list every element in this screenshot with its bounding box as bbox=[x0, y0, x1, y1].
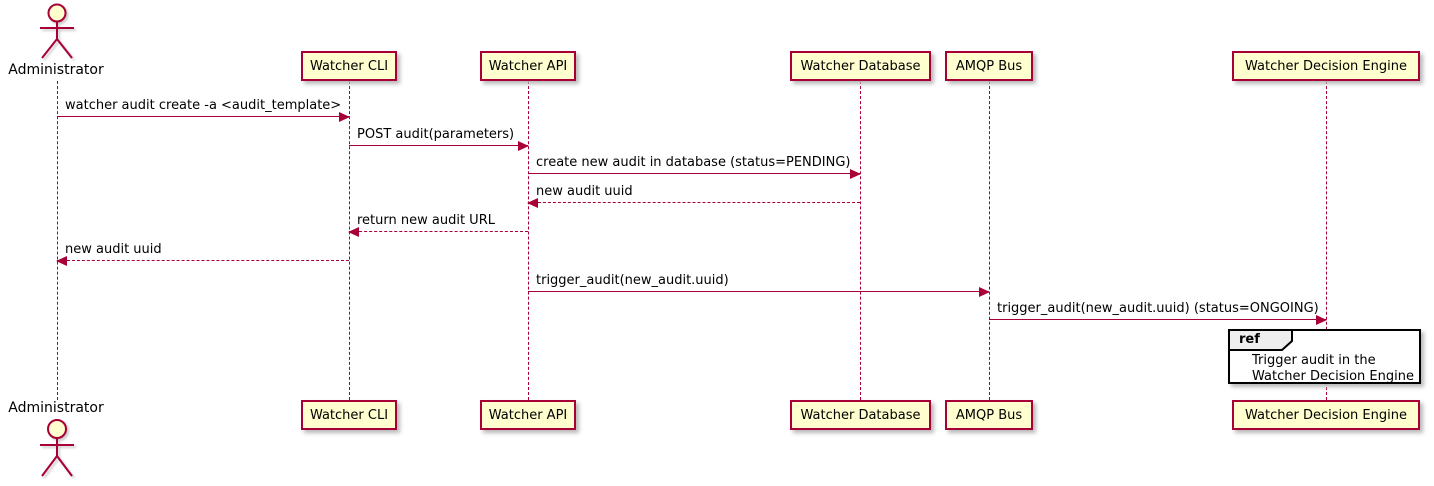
message-label: new audit uuid bbox=[65, 242, 162, 257]
message-new-audit-uuid-return: new audit uuid bbox=[527, 183, 860, 208]
message-create-audit-db: create new audit in database (status=PEN… bbox=[528, 154, 861, 179]
message-new-audit-uuid-admin: new audit uuid bbox=[56, 241, 349, 266]
participant-watcher-database-bottom: Watcher Database bbox=[790, 400, 931, 430]
actor-label-top: Administrator bbox=[8, 62, 104, 78]
arrowhead-icon bbox=[979, 287, 990, 297]
lifeline-watcher-database bbox=[860, 81, 861, 400]
actor-icon bbox=[40, 3, 74, 59]
message-arrow bbox=[528, 202, 860, 203]
message-arrow bbox=[528, 291, 989, 292]
ref-text-line1: Trigger audit in the bbox=[1252, 353, 1376, 368]
arrowhead-icon bbox=[56, 256, 67, 266]
message-label: watcher audit create -a <audit_template> bbox=[65, 98, 342, 113]
message-arrow bbox=[57, 116, 349, 117]
message-label: trigger_audit(new_audit.uuid) (status=ON… bbox=[997, 301, 1319, 316]
ref-text: Trigger audit in the Watcher Decision En… bbox=[1252, 353, 1414, 385]
actor-label-bottom: Administrator bbox=[8, 400, 104, 416]
message-label: new audit uuid bbox=[536, 184, 633, 199]
arrowhead-icon bbox=[339, 112, 350, 122]
arrowhead-icon bbox=[850, 169, 861, 179]
participant-watcher-database-top: Watcher Database bbox=[790, 51, 931, 81]
message-label: POST audit(parameters) bbox=[357, 127, 515, 142]
lifeline-watcher-decision-engine bbox=[1326, 81, 1327, 400]
message-label: return new audit URL bbox=[357, 213, 495, 228]
message-arrow bbox=[349, 145, 528, 146]
lifeline-administrator bbox=[57, 81, 58, 400]
ref-tab-shape bbox=[1228, 329, 1293, 351]
participant-watcher-cli-top: Watcher CLI bbox=[301, 51, 397, 81]
message-arrow bbox=[349, 231, 528, 232]
message-label: create new audit in database (status=PEN… bbox=[536, 155, 851, 170]
arrowhead-icon bbox=[348, 227, 359, 237]
message-arrow bbox=[57, 260, 349, 261]
message-arrow bbox=[989, 319, 1326, 320]
arrowhead-icon bbox=[518, 141, 529, 151]
participant-amqp-bus-top: AMQP Bus bbox=[945, 51, 1033, 81]
ref-keyword: ref bbox=[1239, 332, 1260, 347]
participant-watcher-api-top: Watcher API bbox=[480, 51, 576, 81]
lifeline-amqp-bus bbox=[989, 81, 990, 400]
lifeline-watcher-api bbox=[528, 81, 529, 400]
message-return-audit-url: return new audit URL bbox=[348, 212, 528, 237]
participant-watcher-decision-engine-bottom: Watcher Decision Engine bbox=[1232, 400, 1420, 430]
ref-text-line2: Watcher Decision Engine bbox=[1252, 369, 1414, 384]
participant-watcher-api-bottom: Watcher API bbox=[480, 400, 576, 430]
participant-watcher-cli-bottom: Watcher CLI bbox=[301, 400, 397, 430]
participant-amqp-bus-bottom: AMQP Bus bbox=[945, 400, 1033, 430]
arrowhead-icon bbox=[527, 198, 538, 208]
ref-fragment: ref Trigger audit in the Watcher Decisio… bbox=[1228, 329, 1421, 384]
arrowhead-icon bbox=[1316, 315, 1327, 325]
message-trigger-audit: trigger_audit(new_audit.uuid) bbox=[528, 272, 990, 297]
participant-watcher-decision-engine-top: Watcher Decision Engine bbox=[1232, 51, 1420, 81]
message-trigger-audit-ongoing: trigger_audit(new_audit.uuid) (status=ON… bbox=[989, 300, 1327, 325]
message-arrow bbox=[528, 173, 860, 174]
message-audit-create: watcher audit create -a <audit_template> bbox=[57, 97, 350, 122]
message-label: trigger_audit(new_audit.uuid) bbox=[536, 273, 729, 288]
lifeline-watcher-cli bbox=[349, 81, 350, 400]
actor-icon bbox=[40, 419, 74, 477]
message-post-audit: POST audit(parameters) bbox=[349, 126, 529, 151]
